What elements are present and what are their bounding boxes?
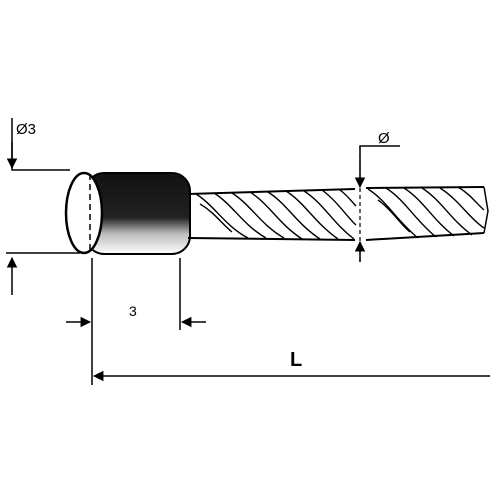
cable-diameter-dimension: Ø — [354, 130, 400, 262]
cable-nipple-head — [64, 171, 191, 255]
head-length-dimension: 3 — [66, 258, 206, 340]
total-length-dimension: L — [91, 340, 490, 385]
cable-diameter-label: Ø — [378, 130, 390, 147]
twisted-cable — [187, 186, 489, 241]
head-length-label: 3 — [129, 303, 137, 319]
head-diameter-label: Ø3 — [16, 121, 36, 138]
head-diameter-dimension: Ø3 — [6, 118, 80, 295]
total-length-label: L — [290, 349, 302, 371]
